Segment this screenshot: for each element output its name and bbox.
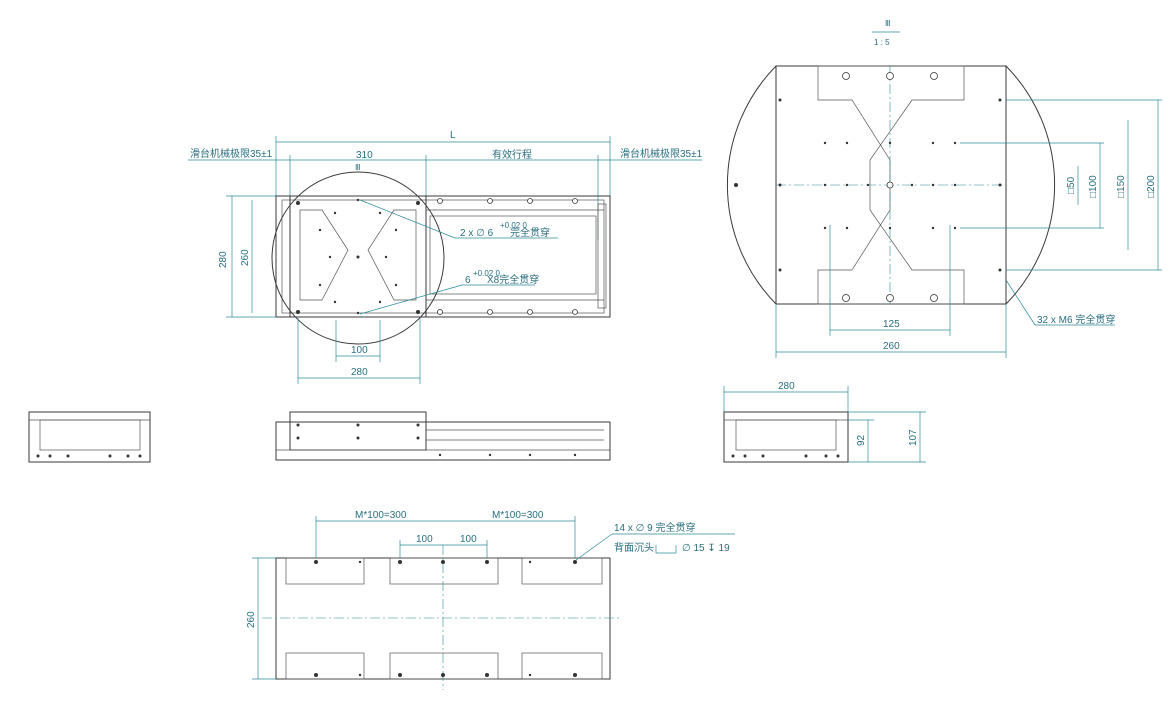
side-92-label: 92 xyxy=(856,434,867,446)
dim-280-left-label: 280 xyxy=(218,251,229,268)
dim-280-circle-label: 280 xyxy=(351,367,368,378)
detail-mark-small: Ⅲ xyxy=(355,163,361,172)
base-counterbore-label: 背面沉头 xyxy=(614,541,654,554)
hole-spec-2-suffix: X8完全贯穿 xyxy=(487,273,539,286)
base-view: M*100=300 M*100=300 100 100 260 14 x ∅ 9… xyxy=(246,510,735,690)
detail-title: Ⅲ xyxy=(885,19,891,28)
mech-limit-right-label: 滑台机械极限35±1 xyxy=(620,147,703,160)
dim-310-label: 310 xyxy=(356,150,373,161)
hole-spec-2: 6 xyxy=(465,275,471,286)
base-m1-label: M*100=300 xyxy=(355,510,407,521)
end-view-right: 280 92 107 xyxy=(723,381,926,463)
stage-holes xyxy=(296,198,420,315)
dim-L-label: L xyxy=(450,130,456,141)
hole-spec-2-tol: +0.02 0 xyxy=(473,269,500,278)
base-bolts xyxy=(437,198,578,315)
side-107-label: 107 xyxy=(908,429,919,446)
dim-200-label: □200 xyxy=(1146,175,1157,198)
hole-spec-1-tol: +0.02 0 xyxy=(500,221,527,230)
dim-150-label: □150 xyxy=(1116,175,1127,198)
dim-100-sq-label: □100 xyxy=(1088,175,1099,198)
dim-100-circle-label: 100 xyxy=(351,345,368,356)
dim-260-detail-label: 260 xyxy=(883,341,900,352)
hole-spec-1: 2 x ∅ 6 xyxy=(460,228,494,239)
dim-125-label: 125 xyxy=(883,319,900,330)
base-100a-label: 100 xyxy=(416,534,433,545)
detail-holes xyxy=(734,72,1002,302)
end-view-left xyxy=(28,411,151,463)
base-100b-label: 100 xyxy=(460,534,477,545)
base-hole-spec-label: 14 x ∅ 9 完全贯穿 xyxy=(614,521,696,534)
hole-spec-1-suffix: 完全贯穿 xyxy=(510,226,550,239)
side-280-label: 280 xyxy=(778,381,795,392)
base-m2-label: M*100=300 xyxy=(492,510,544,521)
top-view: L 310 有效行程 滑台机械极限35±1 滑台机械极限35±1 Ⅲ xyxy=(188,130,703,384)
mech-limit-left-label: 滑台机械极限35±1 xyxy=(190,147,273,160)
base-counterbore-value: ∅ 15 ↧ 19 xyxy=(682,543,730,554)
base-holes xyxy=(314,560,577,677)
base-260-label: 260 xyxy=(246,611,257,628)
front-view xyxy=(275,411,611,461)
dim-50-label: □50 xyxy=(1066,176,1077,194)
thread-spec-label: 32 x M6 完全贯穿 xyxy=(1037,313,1115,326)
detail-view: Ⅲ 1 : 5 xyxy=(726,19,1162,358)
detail-scale: 1 : 5 xyxy=(874,38,890,47)
effective-stroke-label: 有效行程 xyxy=(492,148,532,161)
dim-260-left-label: 260 xyxy=(240,249,251,266)
